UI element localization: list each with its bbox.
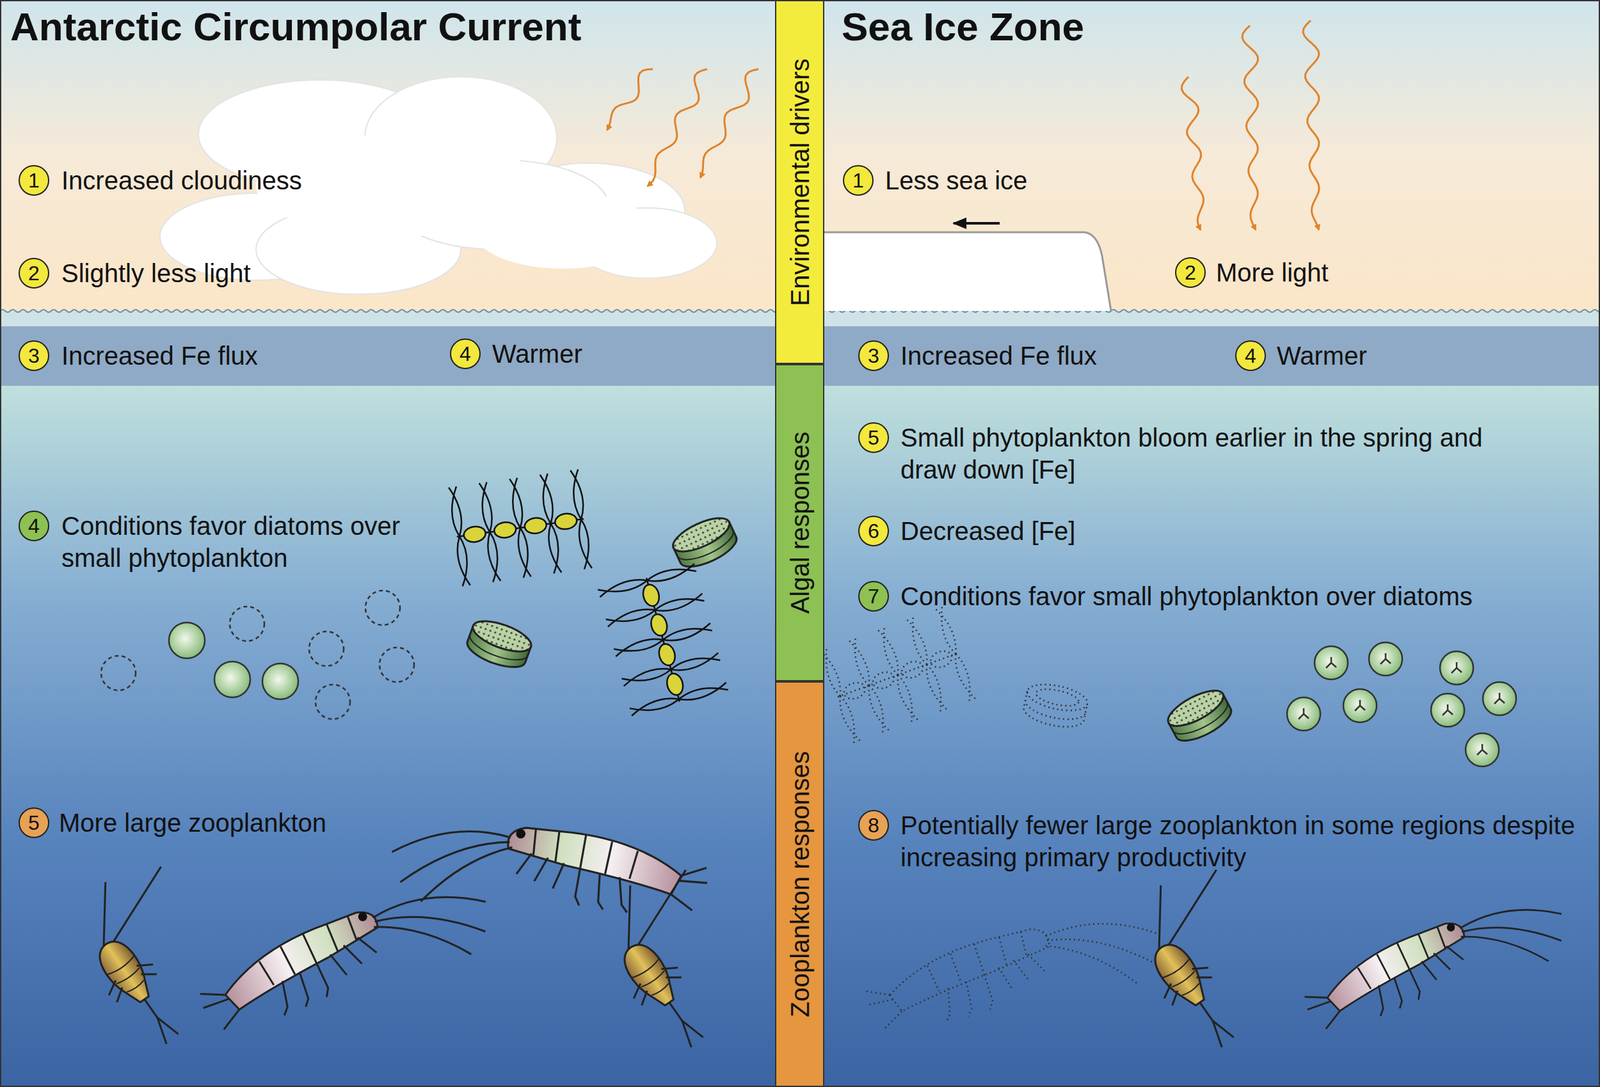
light-ray <box>1242 25 1259 230</box>
callout-text: Warmer <box>492 337 583 370</box>
callout-text: Small phytoplankton bloom earlier in the… <box>900 421 1496 486</box>
diatom-chain <box>508 478 532 578</box>
callout-number: 5 <box>18 807 50 839</box>
light-ray <box>647 69 708 187</box>
callout-number: 6 <box>858 515 889 547</box>
band-label: Zooplankton responses <box>785 751 815 1018</box>
callout-text: Conditions favor small phytoplankton ove… <box>900 580 1592 613</box>
callout-text: More light <box>1216 256 1329 289</box>
callout-number: 1 <box>18 165 50 196</box>
diatom-chain <box>664 672 686 697</box>
diatom-chain <box>656 642 678 668</box>
callout-text: Conditions favor diatoms over small phyt… <box>61 510 446 575</box>
diatom-chain <box>621 652 720 687</box>
sea-ice <box>824 223 1112 312</box>
diatom-chain <box>934 606 977 703</box>
callout-number: 2 <box>18 257 50 289</box>
callout-text: Less sea ice <box>885 164 1028 197</box>
diatom-chain <box>493 520 518 539</box>
light-ray <box>1303 20 1320 230</box>
diatom-chain <box>539 473 562 574</box>
panel-heading: Sea Ice Zone <box>841 3 1085 50</box>
callout-text: Potentially fewer large zooplankton in s… <box>900 809 1579 874</box>
callout-number: 8 <box>858 810 889 841</box>
diatom-chain <box>605 593 704 628</box>
diatom-chain <box>870 669 896 692</box>
sun-rays <box>607 20 1320 230</box>
diatom-chain <box>648 612 670 638</box>
callout-text: Increased Fe flux <box>61 339 258 372</box>
diatom-chain <box>928 648 955 671</box>
callout-number: 4 <box>18 510 50 542</box>
light-ray <box>700 69 760 178</box>
band-segment: Algal responses <box>775 364 825 682</box>
band-label: Environmental drivers <box>785 58 815 306</box>
diatom-chain <box>523 516 548 535</box>
diatom-chain <box>462 525 487 544</box>
diatom-chain <box>819 647 862 745</box>
diatom-chain <box>848 637 891 735</box>
callout-text: More large zooplankton <box>58 807 327 840</box>
callout-text: Decreased [Fe] <box>900 515 1076 548</box>
diatom-chain <box>554 512 578 531</box>
callout-number: 3 <box>18 340 50 372</box>
callout-text: Warmer <box>1276 339 1368 372</box>
diatom-chain <box>876 626 920 724</box>
diatom-chain <box>570 469 593 569</box>
diatom-chain <box>613 622 713 657</box>
diatom-chain <box>597 563 697 598</box>
diatom-chain <box>478 482 502 583</box>
callout-number: 2 <box>1175 257 1206 288</box>
deep-water <box>0 385 1600 1087</box>
callout-text: Increased cloudiness <box>61 164 303 197</box>
callout-text: Increased Fe flux <box>900 339 1097 372</box>
light-ray <box>1181 76 1204 230</box>
diatom-chain <box>905 616 948 713</box>
callout-number: 4 <box>1235 340 1266 372</box>
diatom-chain <box>640 583 662 608</box>
callout-number: 1 <box>842 165 874 196</box>
callout-number: 7 <box>858 581 889 612</box>
callout-number: 3 <box>858 340 889 372</box>
diatom-chain <box>448 486 471 587</box>
band-segment: Zooplankton responses <box>775 681 825 1087</box>
panel-heading: Antarctic Circumpolar Current <box>10 3 582 50</box>
diatom-chain <box>629 682 729 717</box>
callout-number: 5 <box>858 422 889 454</box>
diatom-chain <box>899 659 925 681</box>
band-label: Algal responses <box>785 432 815 615</box>
light-ray <box>607 69 653 130</box>
diatom-chain <box>841 680 868 703</box>
band-segment: Environmental drivers <box>775 0 825 365</box>
callout-number: 4 <box>449 338 481 370</box>
callout-text: Slightly less light <box>61 257 251 290</box>
